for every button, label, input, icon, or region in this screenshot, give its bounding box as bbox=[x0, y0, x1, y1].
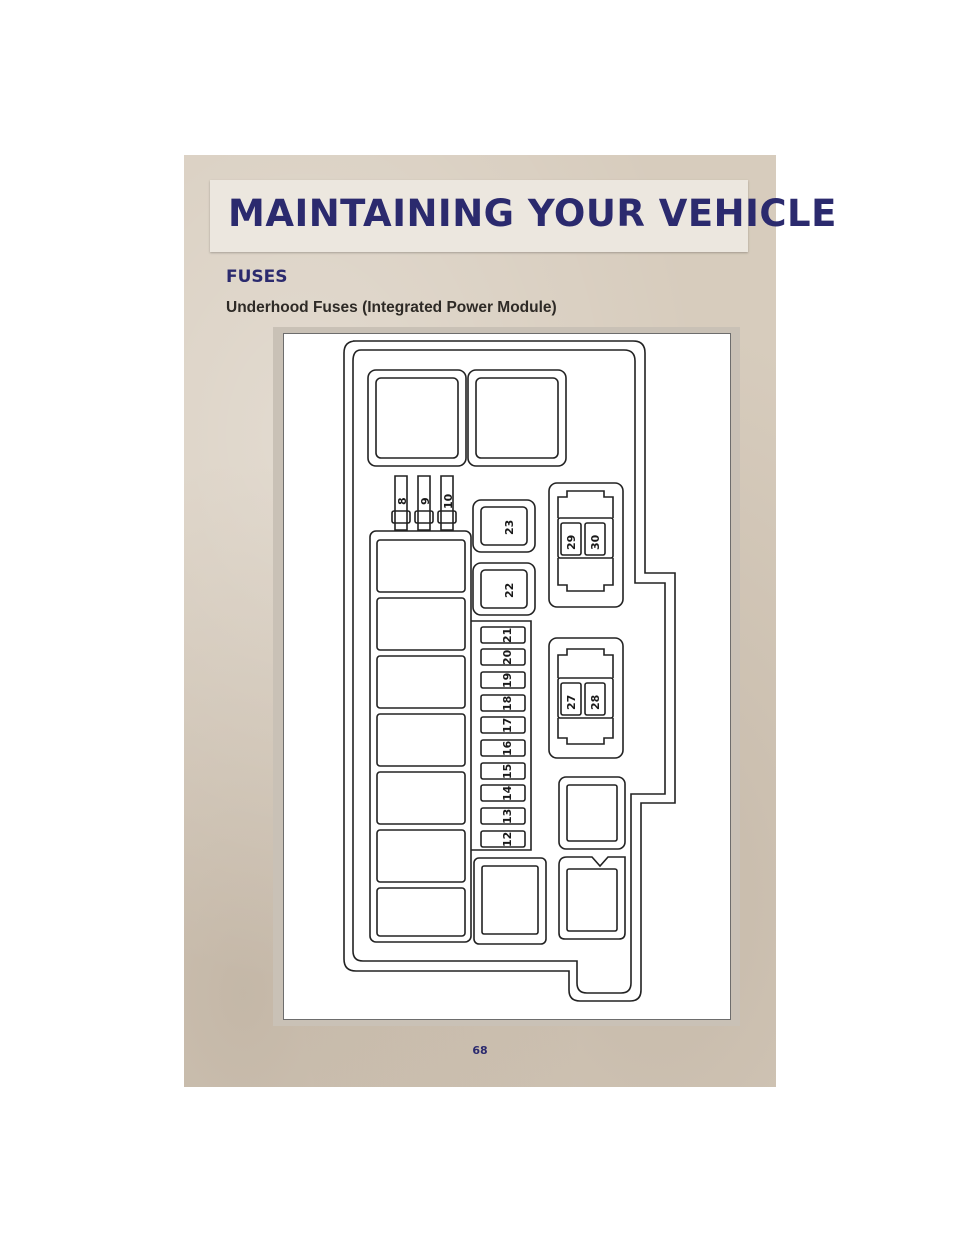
lower-right-relay-1 bbox=[558, 776, 626, 850]
fuse-8-label: 8 bbox=[396, 497, 409, 505]
large-relay-top-left bbox=[367, 369, 467, 467]
relay-23-label: 23 bbox=[503, 520, 516, 535]
fuse-9 bbox=[414, 475, 434, 531]
fuse-13-label: 13 bbox=[501, 809, 514, 824]
fuse-16-label: 16 bbox=[501, 740, 514, 756]
fuse-19-label: 19 bbox=[501, 673, 514, 688]
cartridge-housing-upper bbox=[548, 482, 624, 608]
fuse-box-diagram: 8 9 10 23 22 21 20 19 18 17 16 15 14 13 … bbox=[343, 340, 676, 1002]
relay-22-label: 22 bbox=[503, 583, 516, 598]
page-title: MAINTAINING YOUR VEHICLE bbox=[228, 192, 837, 235]
left-relay-1 bbox=[376, 539, 466, 593]
left-relay-7 bbox=[376, 887, 466, 937]
fuse-10 bbox=[437, 475, 457, 531]
fuse-20-label: 20 bbox=[501, 649, 514, 665]
section-subtitle: Underhood Fuses (Integrated Power Module… bbox=[226, 299, 557, 316]
fuse-17-label: 17 bbox=[501, 718, 514, 733]
fuse-15-label: 15 bbox=[501, 764, 514, 779]
bottom-middle-relay bbox=[473, 857, 547, 945]
cartridge-housing-lower bbox=[548, 637, 624, 759]
large-relay-top-right bbox=[467, 369, 567, 467]
module-outline bbox=[343, 340, 676, 1002]
left-relay-4 bbox=[376, 713, 466, 767]
header-strip bbox=[210, 180, 748, 252]
relay-22 bbox=[472, 562, 536, 616]
fuse-28-label: 28 bbox=[589, 695, 602, 710]
fuse-8 bbox=[391, 475, 411, 531]
left-relay-6 bbox=[376, 829, 466, 883]
fuse-21-label: 21 bbox=[501, 628, 514, 643]
lower-right-relay-2 bbox=[558, 856, 626, 940]
module-inner-outline bbox=[352, 349, 666, 994]
left-relay-bank bbox=[369, 530, 472, 943]
left-relay-5 bbox=[376, 771, 466, 825]
fuse-30-label: 30 bbox=[589, 534, 602, 550]
diagram-panel bbox=[283, 333, 731, 1020]
page-number: 68 bbox=[472, 1044, 488, 1057]
fuse-10-label: 10 bbox=[442, 493, 455, 509]
fuse-column bbox=[480, 626, 526, 848]
fuse-column-frame bbox=[471, 620, 532, 851]
fuse-9-label: 9 bbox=[419, 497, 432, 505]
fuse-18-label: 18 bbox=[501, 696, 514, 711]
left-relay-3 bbox=[376, 655, 466, 709]
section-title: FUSES bbox=[226, 267, 288, 287]
fuse-27-label: 27 bbox=[565, 695, 578, 710]
left-relay-2 bbox=[376, 597, 466, 651]
fuse-29-label: 29 bbox=[565, 535, 578, 550]
fuse-12-label: 12 bbox=[501, 832, 514, 847]
relay-23 bbox=[472, 499, 536, 553]
fuse-14-label: 14 bbox=[501, 785, 514, 801]
